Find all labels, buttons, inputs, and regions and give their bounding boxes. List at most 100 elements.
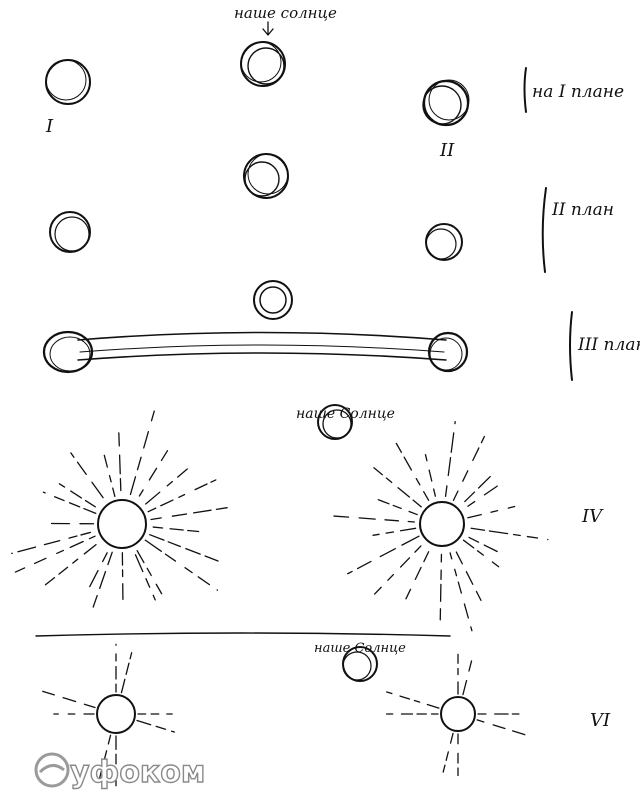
ray-stroke	[492, 724, 506, 730]
ray-stroke	[70, 452, 75, 458]
ray-stroke	[160, 450, 169, 462]
star-row3-right	[427, 331, 469, 373]
ray-stroke	[70, 490, 83, 499]
our-sun-label-bottom: наше Солнце	[314, 641, 406, 656]
ray-stroke	[44, 576, 56, 586]
ray-stroke	[511, 730, 526, 736]
cross-star-right	[385, 653, 526, 777]
ray-stroke	[395, 442, 403, 453]
star-label-II: II	[439, 140, 455, 161]
ray-stroke	[149, 534, 165, 541]
our-sun-row4	[317, 404, 353, 440]
ray-stroke	[68, 502, 81, 508]
ray-stroke	[33, 557, 47, 565]
ray-stroke	[512, 533, 521, 537]
our-sun-label-mid: наше Солнце	[296, 406, 395, 422]
ray-stroke	[43, 539, 61, 546]
ray-stroke	[413, 699, 421, 703]
ray-stroke	[465, 571, 474, 585]
ray-stroke	[358, 517, 376, 520]
ray-stroke	[480, 435, 486, 444]
ray-stroke	[62, 696, 77, 703]
watermark-text: уфоком	[70, 755, 205, 790]
ray-stroke	[449, 732, 454, 744]
ray-stroke	[467, 500, 476, 507]
ray-stroke	[470, 626, 473, 632]
ray-stroke	[83, 543, 97, 555]
ray-stroke	[457, 581, 463, 594]
ray-stroke	[333, 515, 350, 518]
ray-stroke	[118, 454, 121, 475]
ray-stroke	[152, 526, 164, 529]
ray-stroke	[136, 550, 145, 564]
ray-stroke	[373, 586, 382, 595]
ray-stroke	[148, 467, 158, 481]
ray-stroke	[386, 691, 393, 695]
ray-stroke	[68, 535, 78, 539]
ray-stroke	[507, 505, 516, 509]
ray-stroke	[468, 536, 480, 543]
star-row1-right	[422, 79, 470, 127]
ray-stroke	[194, 483, 208, 491]
ray-stroke	[414, 545, 422, 553]
ray-stroke	[108, 474, 112, 483]
ray-stroke	[442, 764, 446, 773]
our-sun-label-top: наше солнце	[234, 4, 337, 22]
ray-stroke	[347, 570, 353, 575]
ray-stroke	[462, 539, 475, 549]
ray-stroke	[385, 477, 393, 484]
row1-bracket	[523, 67, 527, 113]
ray-stroke	[426, 703, 440, 709]
ray-stroke	[445, 751, 449, 761]
ray-stroke	[468, 660, 473, 672]
ray-stroke	[58, 483, 66, 488]
ray-stroke	[84, 499, 96, 508]
ray-stroke	[472, 447, 480, 462]
ray-stroke	[462, 470, 469, 482]
ray-stroke	[384, 519, 400, 522]
ray-stroke	[399, 527, 417, 532]
ray-stroke	[76, 461, 87, 475]
ray-stroke	[178, 493, 186, 498]
ray-stroke	[99, 770, 103, 779]
ray-stroke	[184, 567, 193, 574]
ray-stroke	[526, 535, 539, 539]
ray-stroke	[152, 594, 156, 601]
our-sun-row2	[243, 153, 289, 199]
ray-stroke	[423, 491, 430, 502]
row5-caption: VI	[590, 710, 611, 731]
ray-stroke	[14, 567, 26, 573]
ray-stroke	[415, 477, 421, 486]
ray-stroke	[129, 476, 137, 496]
ray-stroke	[112, 487, 116, 498]
ray-stroke	[143, 430, 150, 449]
ray-stroke	[462, 679, 468, 696]
ray-stroke	[80, 531, 91, 536]
ray-stroke	[356, 560, 372, 570]
ray-stroke	[170, 730, 175, 733]
star-row1-left	[45, 59, 91, 105]
ray-stroke	[403, 456, 413, 471]
ray-stroke	[433, 488, 437, 497]
ray-stroke	[477, 475, 491, 489]
ray-stroke	[171, 513, 188, 517]
row3-bracket	[569, 311, 573, 381]
ray-stroke	[483, 485, 498, 496]
ray-stroke	[56, 549, 65, 555]
ray-stroke	[92, 594, 98, 608]
ray-stroke	[210, 479, 217, 483]
ray-stroke	[452, 490, 459, 502]
ray-stroke	[470, 527, 486, 531]
ray-stroke	[89, 569, 99, 588]
star-row2-left	[49, 211, 91, 253]
ray-stroke	[155, 583, 163, 595]
ray-stroke	[450, 432, 455, 453]
ray-stroke	[72, 558, 79, 564]
ray-stroke	[412, 499, 422, 508]
ray-stroke	[483, 544, 498, 553]
ray-stroke	[475, 590, 482, 602]
ray-stroke	[463, 603, 469, 619]
star-row2-right	[425, 223, 463, 261]
ray-stroke	[204, 555, 219, 562]
ray-stroke	[83, 507, 97, 515]
